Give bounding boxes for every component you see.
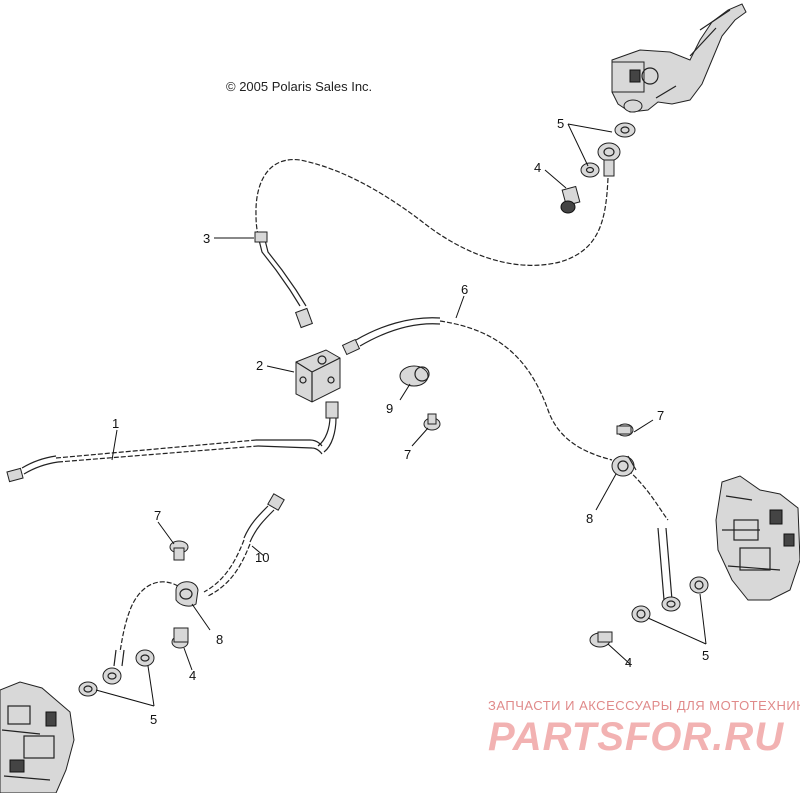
brake-hose-1 [6, 401, 339, 483]
callout-8: 8 [586, 511, 593, 526]
callout-2: 2 [256, 358, 263, 373]
screw-icon [616, 423, 634, 437]
brake-caliper-icon [0, 681, 75, 793]
callout-9: 9 [386, 401, 393, 416]
brake-hose-6 [341, 317, 669, 521]
hose-clamp-icon [611, 455, 637, 477]
copyright-text: © 2005 Polaris Sales Inc. [226, 79, 372, 94]
screw-icon [423, 413, 441, 431]
callout-labels: 5 4 3 2 6 1 9 7 7 8 7 10 8 4 5 5 4 [112, 116, 709, 727]
callout-7: 7 [404, 447, 411, 462]
callout-7: 7 [154, 508, 161, 523]
callout-4: 4 [189, 668, 196, 683]
banjo-fitting-top [580, 122, 636, 178]
callout-10: 10 [255, 550, 269, 565]
banjo-bolt-icon [171, 627, 189, 649]
junction-block-icon [295, 349, 341, 403]
banjo-bolt-icon [589, 631, 613, 648]
hose-clamp-icon [175, 581, 199, 607]
callout-8: 8 [216, 632, 223, 647]
callout-5: 5 [557, 116, 564, 131]
banjo-bolt-icon [560, 185, 581, 214]
callout-1: 1 [112, 416, 119, 431]
callout-5: 5 [702, 648, 709, 663]
crush-washer-icon [78, 649, 155, 697]
screw-icon [169, 540, 189, 561]
callout-4: 4 [534, 160, 541, 175]
callout-7: 7 [657, 408, 664, 423]
master-cylinder-icon [611, 3, 747, 113]
watermark: ЗАПЧАСТИ И АКСЕССУАРЫ ДЛЯ МОТОТЕХНИКИ PA… [488, 698, 800, 759]
brake-hose-3 [254, 159, 609, 329]
brake-caliper-icon [715, 475, 800, 601]
callout-6: 6 [461, 282, 468, 297]
leader-lines [95, 123, 707, 707]
callout-5: 5 [150, 712, 157, 727]
callout-3: 3 [203, 231, 210, 246]
brake-hose-10 [102, 493, 285, 685]
callout-4: 4 [625, 655, 632, 670]
grommet-icon [399, 365, 430, 387]
brake-hose-6-end [631, 527, 709, 623]
watermark-brand: PARTSFOR.RU [488, 715, 784, 759]
watermark-tagline: ЗАПЧАСТИ И АКСЕССУАРЫ ДЛЯ МОТОТЕХНИКИ [488, 698, 800, 713]
